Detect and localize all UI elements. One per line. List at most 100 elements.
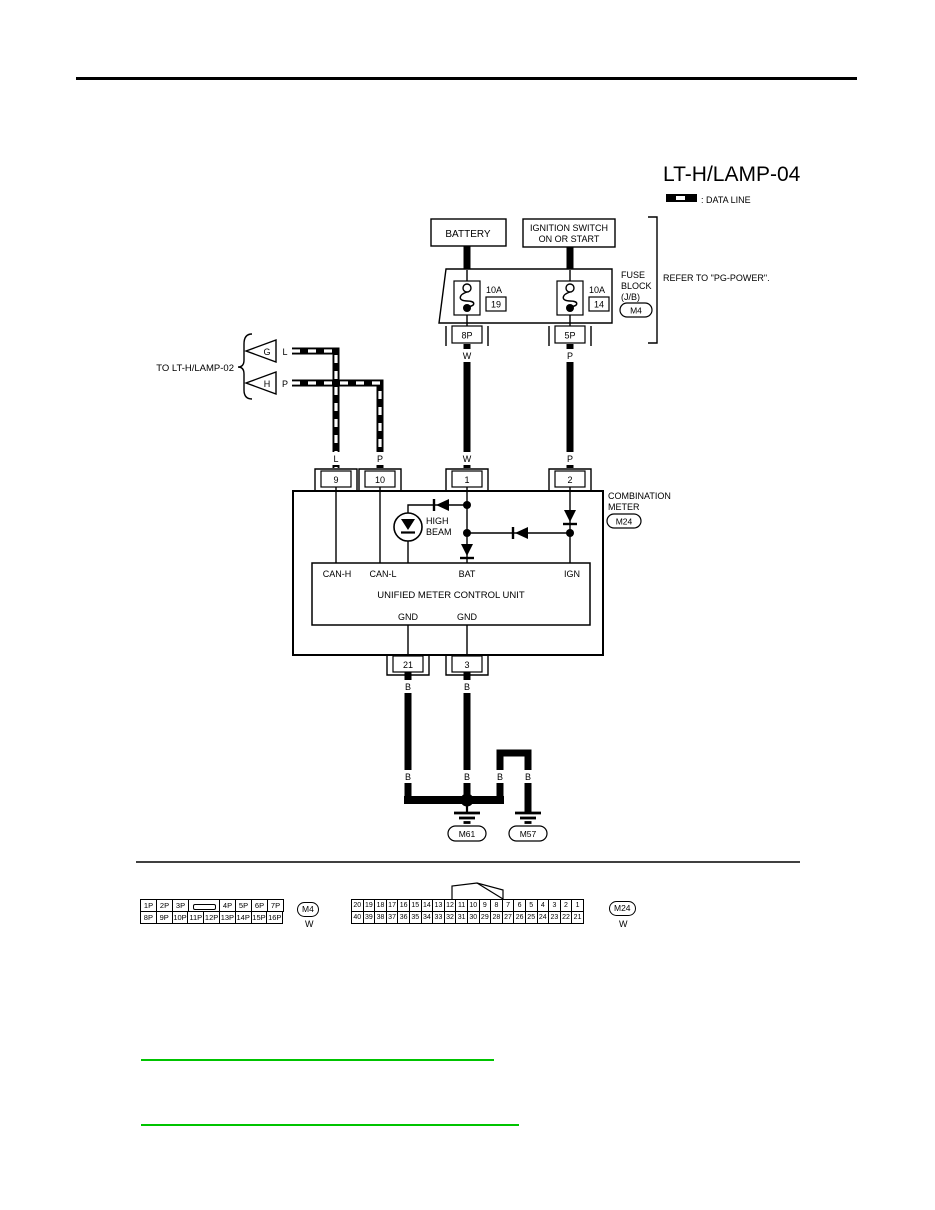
junction-dot	[566, 529, 574, 537]
wire-label-w: W	[463, 351, 472, 361]
meter-pin-connectors-bottom: 21 3	[386, 654, 489, 676]
connector-pin-cell: 21	[571, 911, 584, 924]
svg-text:1: 1	[464, 475, 469, 485]
connector-pin-cell: 9P	[155, 911, 173, 924]
arrow-h-label: H	[264, 379, 271, 389]
connector-pin-cell: 10P	[171, 911, 189, 924]
connector-pin-cell: 16P	[266, 911, 284, 924]
junction-dot	[463, 501, 471, 509]
connector-pin-9: 9	[314, 468, 358, 490]
connector-8p-label: 8P	[461, 331, 472, 341]
wire-label-p: P	[282, 379, 288, 389]
connector-oval-m4-fuse	[619, 302, 653, 318]
connector-oval-m4: M4	[297, 902, 319, 917]
diode-bat	[460, 544, 474, 560]
battery-source: BATTERY	[430, 218, 507, 247]
connector-pin-10: 10	[358, 468, 402, 490]
fuse-block-label-3: (J/B)	[621, 292, 640, 302]
connector-pin-cell: 12P	[203, 911, 220, 924]
fuse-19-rating: 10A	[486, 285, 502, 295]
high-beam-label-2: BEAM	[426, 527, 452, 537]
wire-label-b: B	[464, 682, 470, 692]
terminal-can-l: CAN-L	[369, 569, 396, 579]
ground-wiring: B B B B B B M61 M	[401, 672, 548, 842]
data-line-wire-can-l	[292, 379, 384, 468]
wire-label-b: B	[405, 772, 411, 782]
top-rule	[76, 77, 857, 80]
wire-color-labels-upper: W P	[459, 349, 578, 362]
wire-label-p: P	[377, 454, 383, 464]
fuse-block-label-2: BLOCK	[621, 281, 652, 291]
high-beam-led-icon	[401, 519, 415, 530]
wire-label-w: W	[463, 454, 472, 464]
combination-meter-callout: COMBINATION METER M24	[606, 491, 671, 529]
data-line-swatch-dash	[676, 196, 685, 200]
connector-pin-cell: 15P	[250, 911, 268, 924]
ignition-label-2: ON OR START	[539, 234, 600, 244]
diode-to-highbeam	[432, 499, 449, 511]
diode-bat-ign-link	[511, 527, 528, 539]
fuse-14: 10A 14	[556, 280, 610, 316]
fuse-19: 10A 19	[453, 280, 507, 316]
data-line-label: : DATA LINE	[701, 195, 751, 205]
battery-label: BATTERY	[445, 229, 491, 240]
ground-symbol-m61: M61	[447, 805, 487, 842]
arrow-g: G	[243, 338, 277, 364]
ground-label-m57: M57	[520, 829, 537, 839]
page-title: LT-H/LAMP-04	[663, 163, 801, 186]
connector-pin-21: 21	[386, 654, 430, 676]
unit-title: UNIFIED METER CONTROL UNIT	[377, 590, 525, 601]
brace	[237, 333, 253, 400]
terminal-ign: IGN	[564, 569, 580, 579]
ignition-label-1: IGNITION SWITCH	[530, 223, 608, 233]
ground-label-m61: M61	[459, 829, 476, 839]
connector-oval-m24: M24	[609, 901, 636, 916]
fuse-19-number: 19	[491, 300, 501, 310]
connector-5p: 5P	[548, 325, 592, 346]
offpage-reference: TO LT-H/LAMP-02 G H L P	[156, 333, 288, 400]
meter-pin-connectors-top: 9 10 1 2	[314, 468, 592, 490]
junction-dot	[460, 793, 474, 807]
wire-label-l: L	[333, 454, 338, 464]
connector-color-m4: W	[305, 919, 314, 929]
ignition-switch-source: IGNITION SWITCH ON OR START	[522, 218, 616, 248]
junction-dot	[463, 529, 471, 537]
fuse-block-callout: FUSE BLOCK (J/B) M4	[619, 270, 653, 318]
wire-label-b: B	[497, 772, 503, 782]
terminal-bat: BAT	[459, 569, 476, 579]
wire-label-b: B	[525, 772, 531, 782]
connector-8p: 8P	[445, 325, 489, 346]
ground-symbol-m57: M57	[508, 811, 548, 842]
hyperlink-underline-2[interactable]	[141, 1124, 519, 1126]
refer-note: REFER TO "PG-POWER".	[663, 273, 770, 283]
wire-label-p: P	[567, 351, 573, 361]
connector-color-m24: W	[619, 919, 628, 929]
unified-meter-control-unit: CAN-H CAN-L BAT IGN UNIFIED METER CONTRO…	[311, 562, 591, 626]
terminal-gnd-1: GND	[398, 612, 419, 622]
arrow-h: H	[243, 370, 277, 396]
hyperlink-underline-1[interactable]	[141, 1059, 494, 1061]
terminal-can-h: CAN-H	[323, 569, 352, 579]
terminal-gnd-2: GND	[457, 612, 478, 622]
connector-pin-1: 1	[445, 468, 489, 490]
connector-pin-2: 2	[548, 468, 592, 490]
connector-oval-m4-fuse-label: M4	[630, 306, 642, 316]
connector-pin-3: 3	[445, 654, 489, 676]
connector-pin-cell: 14P	[234, 911, 252, 924]
meter-name-2: METER	[608, 502, 640, 512]
meter-internal-circuit: HIGH BEAM	[335, 487, 577, 563]
high-beam-indicator: HIGH BEAM	[393, 512, 452, 542]
connector-pin-cell: 30	[466, 911, 480, 924]
m24-connector-key	[451, 882, 504, 900]
svg-text:10: 10	[375, 475, 385, 485]
offpage-reference-label: TO LT-H/LAMP-02	[156, 363, 234, 374]
fuse-14-number: 14	[594, 300, 604, 310]
wire-label-l: L	[282, 347, 287, 357]
meter-name-1: COMBINATION	[608, 491, 671, 501]
